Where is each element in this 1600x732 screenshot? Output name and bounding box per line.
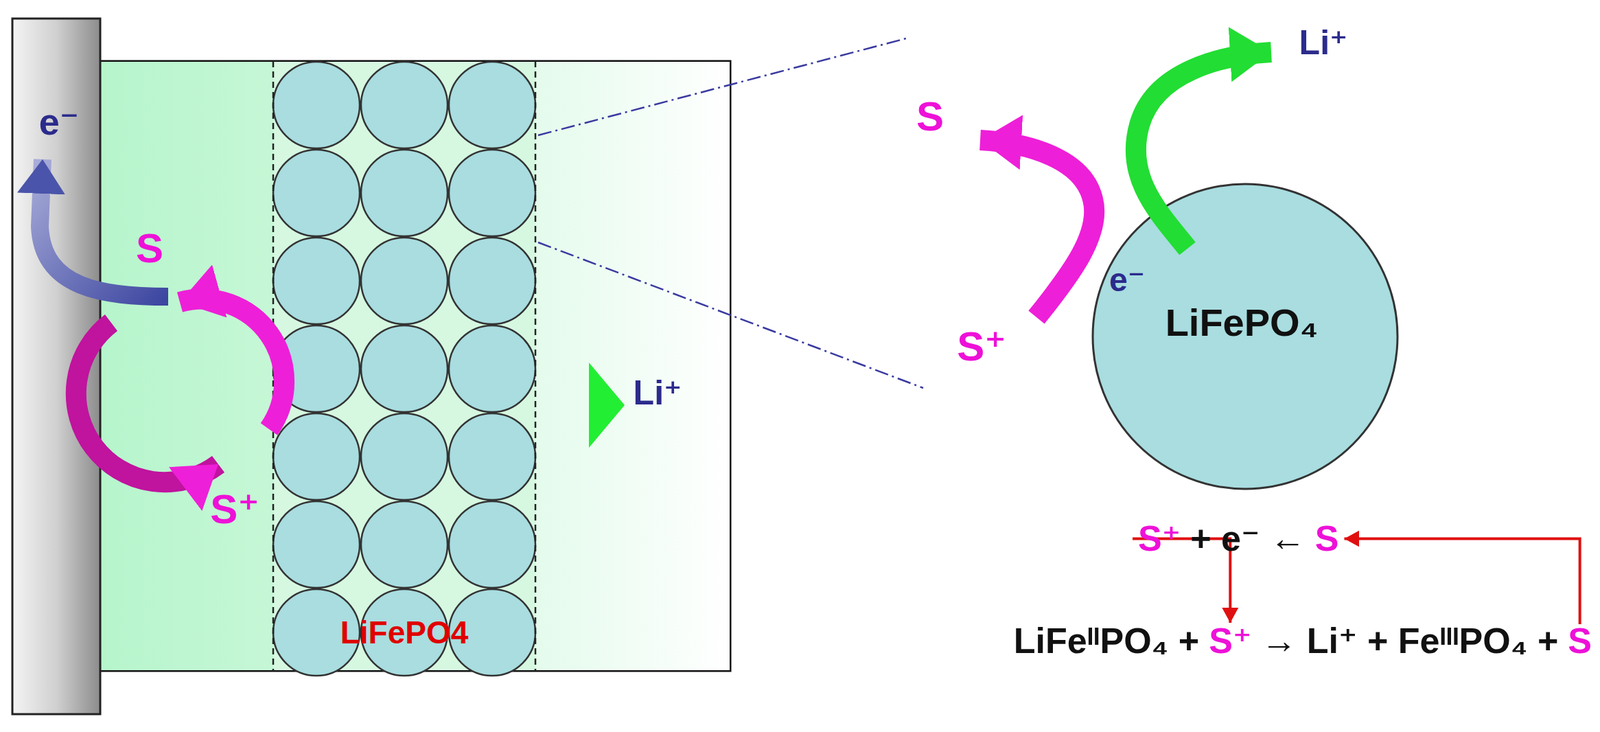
particle	[273, 501, 360, 588]
lithium-arrow	[536, 383, 592, 427]
particle-circle: LiFePO₄	[1092, 183, 1398, 489]
particle	[361, 237, 448, 324]
particle	[361, 149, 448, 237]
zoom-line	[538, 38, 907, 136]
equation-term: S⁺	[1138, 518, 1181, 559]
zoom-line	[538, 242, 924, 388]
redox-arrow	[980, 140, 1095, 318]
mediator-label: S⁺	[956, 323, 1007, 370]
equation-term: LiFeᴵᴵPO₄ +	[1013, 621, 1200, 661]
particle	[273, 61, 360, 149]
cycle-arrow	[1343, 538, 1580, 624]
lithium-arrow	[1135, 52, 1272, 249]
layer-boundary	[534, 61, 537, 671]
particle	[361, 501, 448, 588]
particle	[273, 149, 360, 237]
particle	[448, 413, 536, 500]
particle	[448, 237, 536, 324]
ion-label: Li⁺	[1299, 24, 1349, 62]
equation-row: S⁺+ e⁻ ←S	[1138, 518, 1339, 559]
particle-grid	[273, 61, 536, 676]
node-label: LiFePO₄	[1165, 301, 1319, 344]
equation-term: → Li⁺ + FeᴵᴵᴵPO₄ +	[1260, 621, 1559, 661]
electrolyte-region	[535, 61, 730, 670]
particle	[448, 325, 536, 412]
equation-term: S	[1567, 621, 1592, 661]
particle	[448, 149, 536, 237]
mediator-label: S⁺	[210, 486, 260, 532]
particle	[361, 413, 448, 500]
electrolyte-region	[100, 61, 274, 670]
node-label: LiFePO4	[340, 615, 469, 651]
equation-term: S⁺	[1208, 621, 1252, 661]
equation-row: LiFeᴵᴵPO₄ +S⁺→ Li⁺ + FeᴵᴵᴵPO₄ +S	[1013, 621, 1592, 661]
particle-layer	[273, 61, 536, 670]
equation-term: + e⁻ ←	[1190, 518, 1306, 559]
particle	[273, 237, 360, 324]
electron-label: e⁻	[1109, 262, 1145, 299]
particle	[448, 61, 536, 149]
particle-zoom-outline	[1092, 183, 1398, 489]
particle-layer-box: LiFePO4	[273, 61, 536, 671]
ion-label: Li⁺	[633, 374, 683, 412]
redox-arrow	[179, 299, 285, 430]
electron-arrow	[39, 159, 169, 297]
particle	[273, 413, 360, 500]
particle	[361, 325, 448, 412]
mediator-label: S	[135, 225, 164, 272]
equation-term: S	[1315, 518, 1340, 559]
particle	[361, 61, 448, 149]
particle	[448, 501, 536, 588]
electron-label: e⁻	[39, 101, 80, 143]
mediator-label: S	[916, 94, 944, 140]
redox-arrow	[76, 322, 219, 482]
lithium-arrowhead	[588, 362, 625, 448]
cell-frame	[100, 61, 731, 671]
